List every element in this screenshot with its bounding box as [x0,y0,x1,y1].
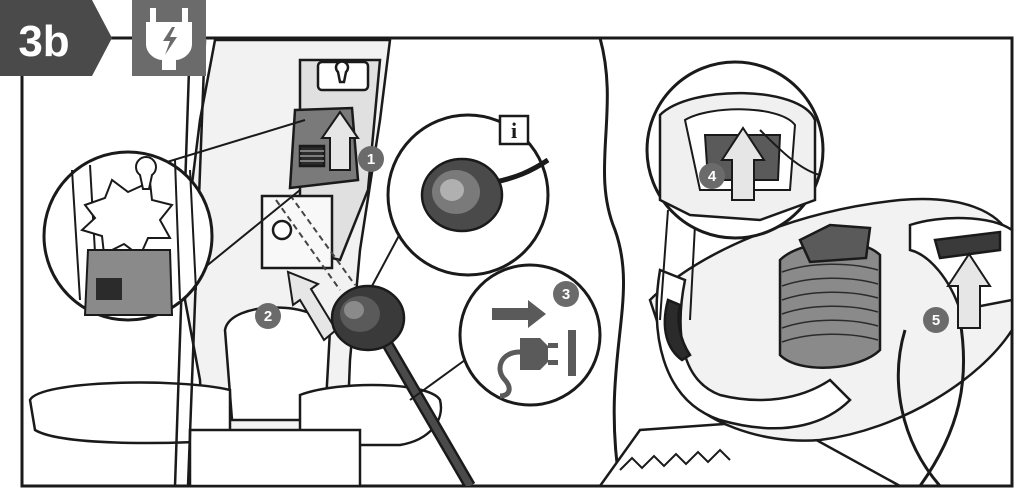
step-3-number: 3 [562,286,570,303]
step-3-badge: 3 [553,281,579,307]
step-5-number: 5 [932,312,940,329]
info-badge: i [500,116,528,144]
step-1-badge: 1 [358,146,384,172]
step-1-number: 1 [367,151,375,168]
step-2-number: 2 [264,308,272,325]
step-2-badge: 2 [255,303,281,329]
step-4-badge: 4 [699,163,725,189]
step-label: 3b [18,17,69,66]
step-4-number: 4 [708,168,717,185]
info-icon: i [511,118,517,143]
step-5-badge: 5 [923,307,949,333]
